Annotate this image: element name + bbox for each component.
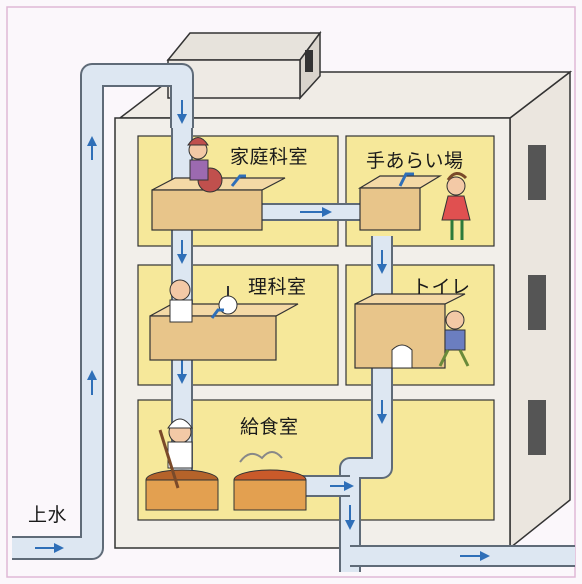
hand-wash-sink (359, 187, 421, 231)
lab-desk (149, 315, 277, 361)
side-window (528, 400, 546, 455)
steam-icon (239, 451, 283, 463)
cooking-pot (233, 479, 307, 511)
supply-water-label: 上水 (28, 504, 68, 526)
side-window (528, 275, 546, 330)
faucet-icon (398, 172, 414, 187)
toilet-bowl-icon (391, 344, 413, 369)
side-window (528, 145, 546, 200)
cooking-pot (145, 479, 219, 511)
supply-pipe (12, 65, 192, 558)
room-label-home-ec: 家庭科室 (230, 146, 309, 168)
room-label-toilet: トイレ (412, 276, 471, 298)
flow-arrows (35, 100, 490, 561)
child-head (446, 176, 466, 196)
room-label-hand-wash: 手あらい場 (366, 150, 464, 172)
room-label-kitchen: 給食室 (240, 416, 299, 438)
cooking-counter (151, 189, 263, 231)
teacher-head (169, 279, 191, 301)
child-head (445, 310, 465, 330)
room-label-science: 理科室 (248, 276, 307, 298)
faucet-icon (230, 174, 246, 187)
